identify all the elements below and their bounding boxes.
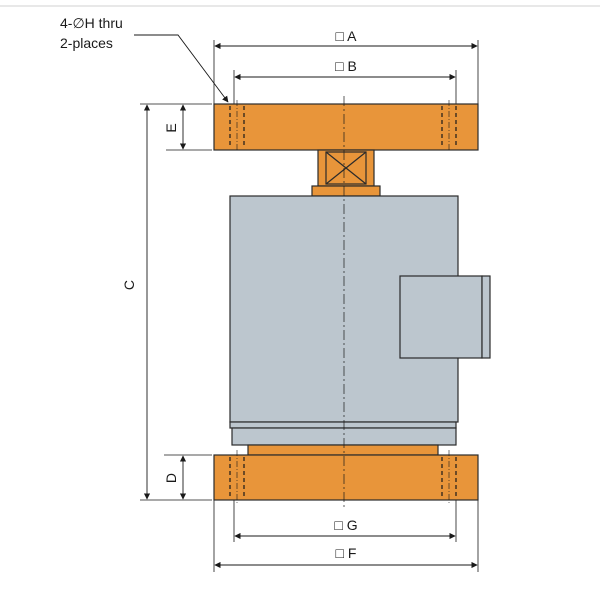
dim-label-c: C	[121, 280, 137, 290]
dim-label-b: □ B	[335, 58, 357, 74]
dim-label-f: □ F	[336, 545, 357, 561]
top-flange	[213, 103, 479, 151]
connector-housing	[399, 275, 483, 359]
load-button-base	[311, 185, 381, 197]
note-leader-line	[134, 34, 229, 103]
dim-label-e: E	[163, 123, 179, 132]
connector-cap	[481, 275, 491, 359]
dim-label-a: □ A	[336, 28, 358, 44]
load-button-cross	[325, 151, 367, 185]
base-plate-upper	[229, 421, 457, 429]
dimension-lines	[143, 42, 478, 569]
dim-label-g: □ G	[334, 517, 357, 533]
note-line-2: 2-places	[60, 35, 113, 51]
bottom-flange-hole-centerlines	[236, 450, 450, 504]
bottom-flange	[213, 454, 479, 501]
note-line-1: 4-∅H thru	[60, 15, 123, 31]
extension-lines	[140, 40, 479, 572]
top-flange-holes	[229, 106, 457, 148]
top-flange-hole-centerlines	[236, 100, 450, 152]
bottom-flange-step	[247, 444, 439, 456]
dim-label-d: D	[163, 473, 179, 483]
